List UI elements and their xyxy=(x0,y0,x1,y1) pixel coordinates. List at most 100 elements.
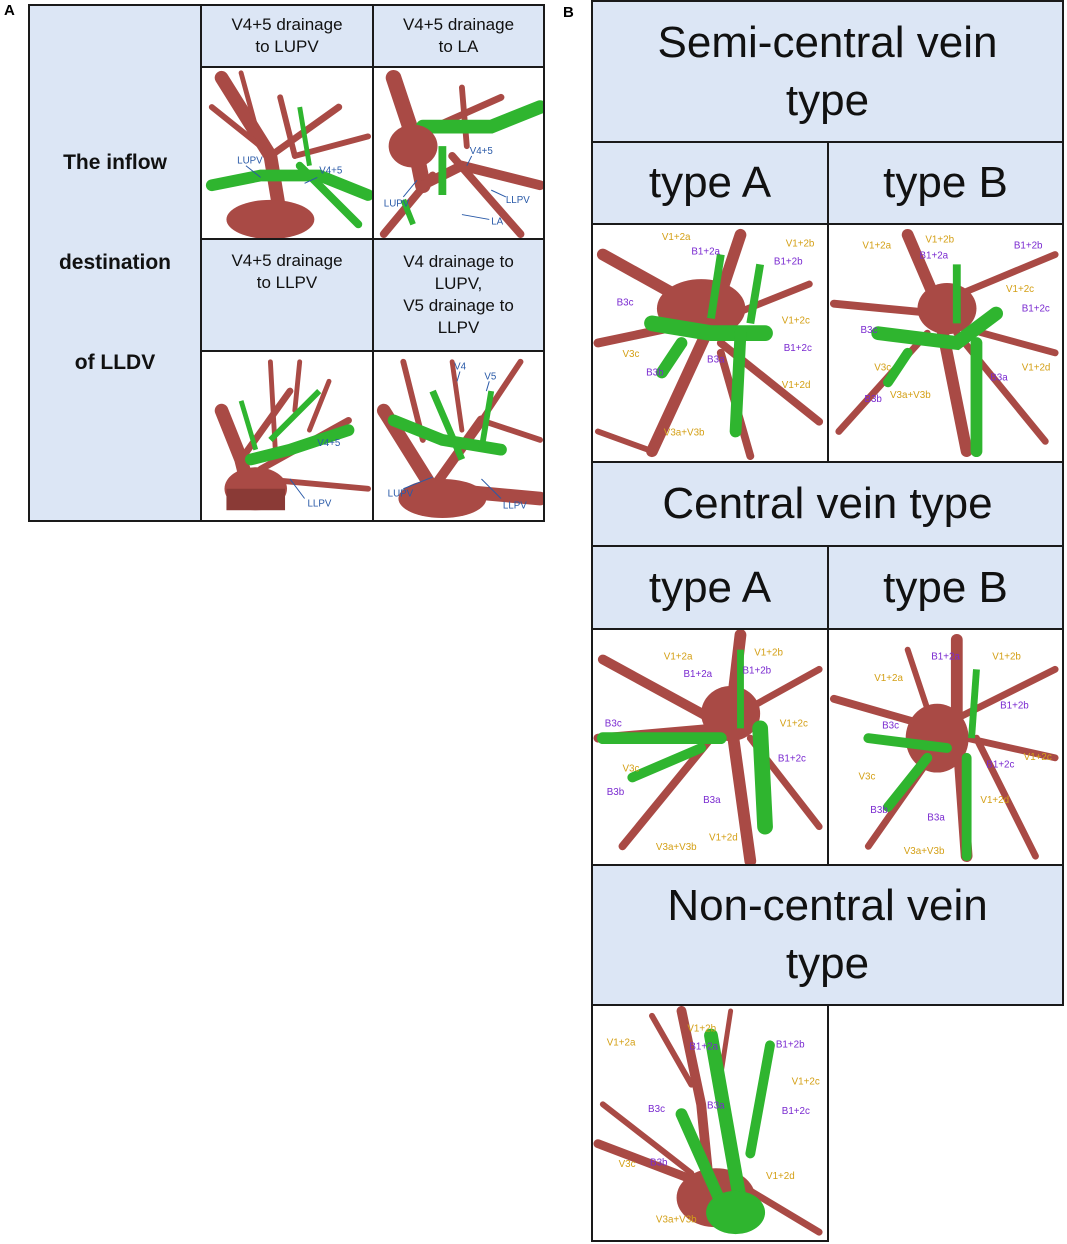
header-v45-to-lupv: V4+5 drainage to LUPV xyxy=(200,4,374,68)
title-line: Semi-central vein xyxy=(657,17,998,67)
annotation-label: V1+2d xyxy=(709,832,738,843)
central-type-a-header: type A xyxy=(591,545,829,630)
annotation-label: V4+5 xyxy=(319,166,343,177)
annotation-label: V4+5 xyxy=(317,438,341,449)
annotation-label: V1+2a xyxy=(862,241,891,252)
semi-central-title: Semi-central vein type xyxy=(591,0,1064,143)
side-label-line-3: of LLDV xyxy=(74,351,156,374)
header-line: V4 drainage to xyxy=(403,252,514,271)
annotation-label: LLPV xyxy=(308,498,332,509)
annotation-label: V1+2c xyxy=(792,1077,820,1088)
title-line: type xyxy=(785,939,870,988)
annotation-label: V5 xyxy=(484,371,497,382)
annotation-label: V3c xyxy=(858,771,875,782)
annotation-label: V1+2d xyxy=(980,795,1009,806)
annotation-label: V1+2b xyxy=(687,1024,716,1035)
annotation-label: B3b xyxy=(607,787,625,798)
panel-a-side-label: The inflow destination of LLDV xyxy=(28,4,202,522)
annotation-label: B1+2c xyxy=(1022,304,1050,315)
annotation-label: B3c xyxy=(605,718,622,729)
annotation-label: V3c xyxy=(622,349,639,360)
central-type-b-header: type B xyxy=(827,545,1064,630)
annotation-label: V1+2d xyxy=(766,1171,795,1182)
annotation-label: B3b xyxy=(650,1157,668,1168)
side-label-line-2: destination xyxy=(58,251,171,274)
image-v4-lupv-v5-llpv: V4 V5 LUPV LLPV xyxy=(372,350,545,522)
annotation-label: B1+2b xyxy=(742,665,771,676)
annotation-label: B1+2a xyxy=(689,1041,718,1052)
annotation-label: V1+2d xyxy=(1022,363,1051,374)
image-v45-to-la: V4+5 LUPV LLPV LA xyxy=(372,66,545,240)
central-title: Central vein type xyxy=(591,461,1064,547)
annotation-label: B1+2b xyxy=(1000,701,1029,712)
annotation-label: V1+2b xyxy=(754,648,783,659)
annotation-label: B1+2a xyxy=(931,652,960,663)
header-line: V4+5 drainage xyxy=(231,15,343,34)
annotation-label: B3b xyxy=(864,394,882,405)
header-line: to LUPV xyxy=(255,37,319,56)
non-central-title: Non-central vein type xyxy=(591,864,1064,1006)
annotation-label: V3c xyxy=(619,1159,636,1170)
annotation-label: V1+2b xyxy=(992,652,1021,663)
annotation-label: V3a+V3b xyxy=(656,1214,697,1225)
header-line: to LA xyxy=(438,37,479,56)
annotation-label: B1+2b xyxy=(776,1039,805,1050)
annotation-label: V4+5 xyxy=(470,146,494,157)
annotation-label: B1+2a xyxy=(683,669,712,680)
annotation-label: B1+2c xyxy=(778,754,806,765)
panel-b-letter: B xyxy=(563,4,574,21)
annotation-label: V1+2b xyxy=(925,235,954,246)
annotation-label: B1+2c xyxy=(782,1106,810,1117)
header-v45-to-la: V4+5 drainage to LA xyxy=(372,4,545,68)
annotation-label: B3a xyxy=(707,355,725,366)
semi-central-type-b-header: type B xyxy=(827,141,1064,225)
annotation-label: V1+2c xyxy=(1006,284,1034,295)
annotation-label: B3a xyxy=(990,372,1008,383)
annotation-label: V1+2d xyxy=(782,380,811,391)
image-semi-central-type-a: V1+2a B1+2a V1+2b B1+2b B3c V3c V1+2c B1… xyxy=(591,223,829,463)
annotation-label: V1+2a xyxy=(874,673,903,684)
annotation-label: V1+2c xyxy=(1024,752,1052,763)
header-line: LLPV xyxy=(437,318,480,337)
annotation-label: V1+2c xyxy=(782,315,810,326)
annotation-label: B1+2c xyxy=(784,343,812,354)
annotation-label: V3a+V3b xyxy=(904,846,945,857)
annotation-label: B3a xyxy=(927,813,945,824)
header-line: V5 drainage to xyxy=(403,296,514,315)
annotation-label: V1+2a xyxy=(607,1037,636,1048)
header-v4-lupv-v5-llpv: V4 drainage to LUPV, V5 drainage to LLPV xyxy=(372,238,545,352)
annotation-label: B1+2a xyxy=(919,250,948,261)
annotation-label: B3c xyxy=(617,298,634,309)
annotation-label: B1+2b xyxy=(774,256,803,267)
title-line: Non-central vein xyxy=(667,881,988,930)
annotation-label: B1+2c xyxy=(986,760,1014,771)
annotation-label: V3a+V3b xyxy=(890,390,931,401)
annotation-label: LUPV xyxy=(237,156,263,167)
title-line: type xyxy=(785,75,870,125)
image-central-type-a: V1+2a V1+2b B1+2a B1+2b V1+2c B3c B1+2c … xyxy=(591,628,829,866)
image-central-type-b: B1+2a V1+2b V1+2a B1+2b B3c V3c B1+2c V1… xyxy=(827,628,1064,866)
panel-a-letter: A xyxy=(4,2,15,19)
header-line: V4+5 drainage xyxy=(402,15,515,34)
annotation-label: B3b xyxy=(870,805,888,816)
header-line: to LLPV xyxy=(256,273,318,292)
image-v45-to-llpv: V4+5 LLPV xyxy=(200,350,374,522)
annotation-label: B3b xyxy=(646,367,664,378)
annotation-label: LA xyxy=(491,216,503,227)
annotation-label: B3a xyxy=(707,1100,725,1111)
annotation-label: B1+2b xyxy=(1014,241,1043,252)
annotation-label: B3c xyxy=(648,1104,665,1115)
annotation-label: V1+2b xyxy=(786,239,815,250)
annotation-label: B3c xyxy=(860,325,877,336)
header-line: LUPV, xyxy=(434,274,483,293)
image-non-central: V1+2b B1+2b V1+2a B1+2a V1+2c B3c B3a B1… xyxy=(591,1004,829,1242)
annotation-label: LUPV xyxy=(384,199,410,210)
semi-central-type-a-header: type A xyxy=(591,141,829,225)
annotation-label: B3a xyxy=(703,795,721,806)
annotation-label: V3a+V3b xyxy=(664,427,705,438)
annotation-label: B3c xyxy=(882,720,899,731)
annotation-label: LLPV xyxy=(506,195,530,206)
annotation-label: V1+2a xyxy=(664,651,693,662)
annotation-label: V3c xyxy=(622,764,639,775)
annotation-label: V1+2a xyxy=(662,232,691,243)
